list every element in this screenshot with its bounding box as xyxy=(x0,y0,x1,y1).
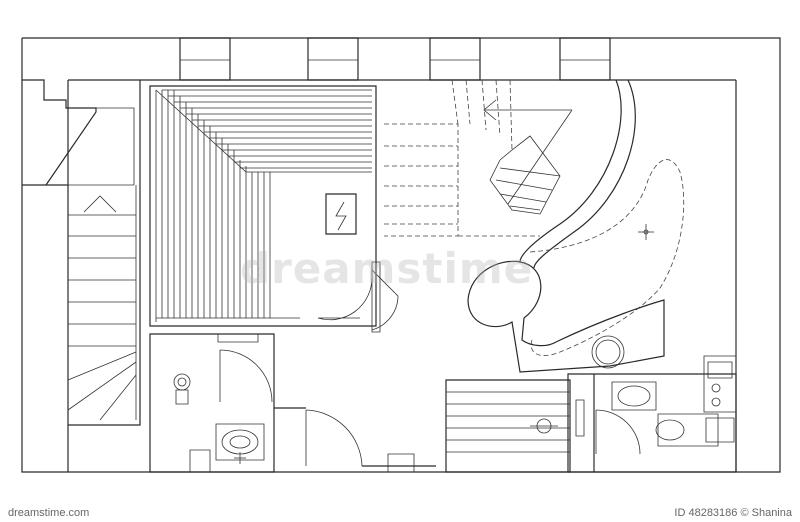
bathtub-icon xyxy=(592,336,624,368)
stove-icon xyxy=(712,384,720,392)
central-pillar xyxy=(468,261,664,372)
right-bathroom xyxy=(568,320,736,472)
main-stair xyxy=(384,80,635,268)
faucet-icon xyxy=(174,374,190,390)
footer-id: ID 48283186 © Shanina xyxy=(674,507,792,519)
sauna-room xyxy=(150,86,376,326)
washbasin-icon xyxy=(222,430,258,454)
electric-panel-icon xyxy=(326,194,356,234)
footer-site: dreamstime.com xyxy=(8,507,90,519)
shower-platform xyxy=(446,380,584,472)
washroom xyxy=(150,334,274,472)
chimney-blocks xyxy=(180,38,610,80)
lounge-area xyxy=(530,160,684,356)
sink-icon xyxy=(618,386,650,406)
sauna-door xyxy=(318,262,398,332)
inner-bottom-walls xyxy=(274,408,436,472)
toilet-icon xyxy=(656,420,684,440)
left-stair xyxy=(22,80,136,420)
